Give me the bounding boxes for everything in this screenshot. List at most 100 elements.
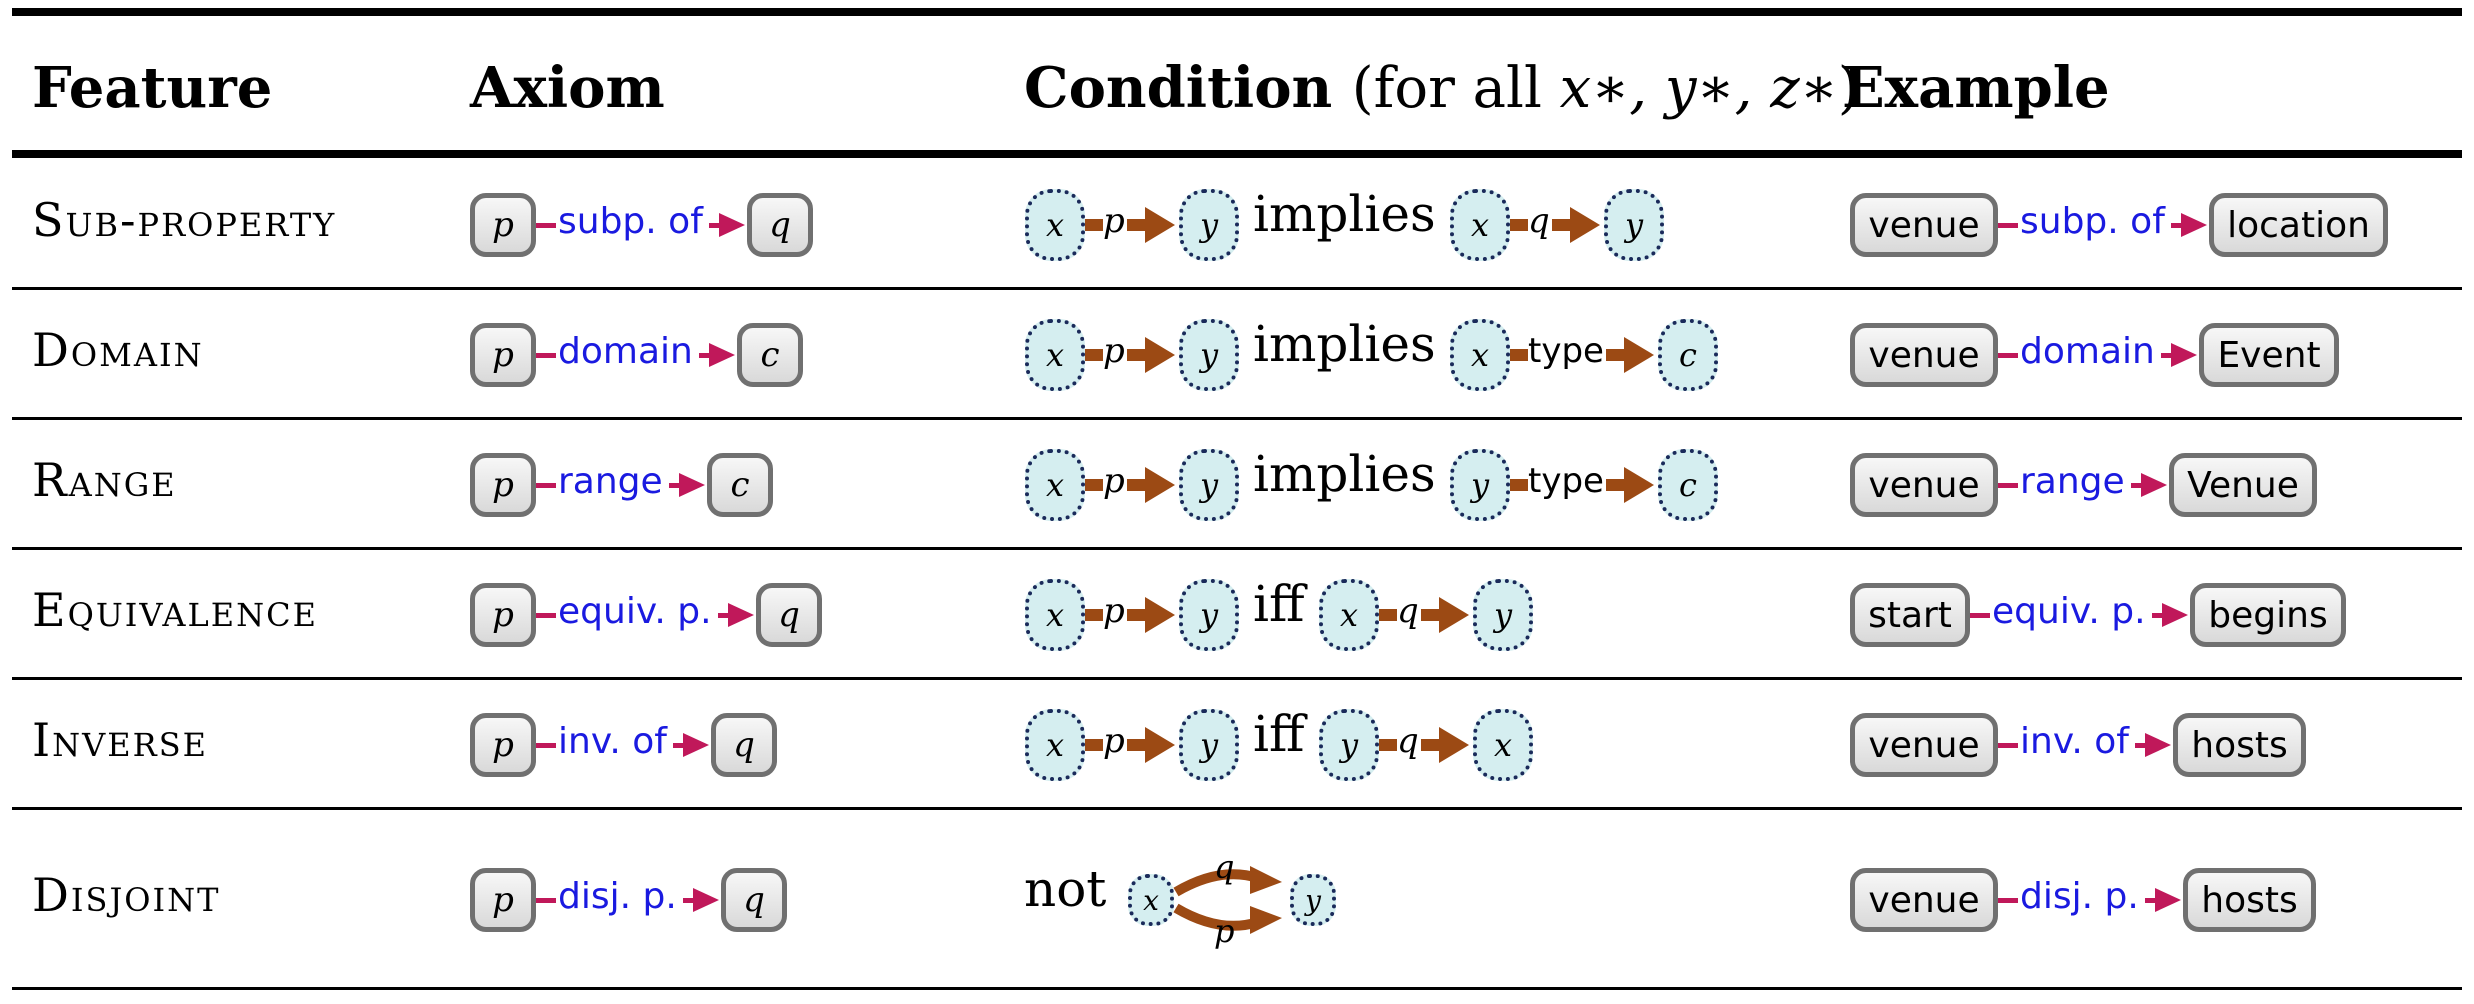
example-object-box: Venue <box>2169 453 2317 517</box>
example-edge-label: disj. p. <box>2020 876 2139 917</box>
condition-conclusion-node: y <box>1604 189 1664 261</box>
condition-premise-node: x <box>1025 189 1085 261</box>
example-object-box: Event <box>2199 323 2339 387</box>
example-object-box: hosts <box>2183 868 2316 932</box>
condition-premise-arrow-shaft <box>1085 479 1103 491</box>
axiom-edge-label: disj. p. <box>558 876 677 917</box>
header-axiom: Axiom <box>470 55 665 121</box>
axiom-object-box: q <box>721 868 787 932</box>
condition-premise-arrow-icon <box>1145 207 1175 243</box>
condition-premise-arrow-icon <box>1145 337 1175 373</box>
condition-conclusion-arrow-icon <box>1624 467 1654 503</box>
axiom-edge-line <box>536 613 556 618</box>
header-condition-note-prefix: (for all <box>1351 56 1560 121</box>
condition-connective: iff <box>1253 705 1305 763</box>
example-object-box: hosts <box>2173 713 2306 777</box>
axiom-arrow-icon <box>719 213 745 237</box>
arrow-icon <box>1250 906 1282 934</box>
example-subject-box: venue <box>1850 323 1998 387</box>
condition-conclusion-arrow-icon <box>1439 727 1469 763</box>
condition-conclusion-arrow-icon <box>1570 207 1600 243</box>
header-condition: Condition (for all x∗, y∗, z∗) <box>1024 48 1860 129</box>
condition-conclusion-edge-label: q <box>1397 591 1419 631</box>
condition-premise-node: y <box>1179 449 1239 521</box>
header-feature: Feature <box>32 55 273 121</box>
feature-name: Range <box>32 453 177 507</box>
condition-conclusion-node: y <box>1473 579 1533 651</box>
condition-premise-node: x <box>1025 579 1085 651</box>
condition-edge-label: q <box>1214 848 1235 886</box>
axiom-edge-line <box>683 898 701 903</box>
axiom-edge-label: range <box>558 461 663 502</box>
example-arrow-icon <box>2141 473 2167 497</box>
example-edge-line <box>2152 613 2170 618</box>
feature-name: Sub-property <box>32 193 337 247</box>
condition-conclusion-arrow-shaft <box>1421 739 1443 751</box>
condition-premise-arrow-shaft <box>1085 609 1103 621</box>
example-arrow-icon <box>2171 343 2197 367</box>
condition-negation: not <box>1024 860 1107 918</box>
disjoint-arrows <box>1173 866 1282 934</box>
axiom-edge-line <box>699 353 717 358</box>
condition-premise-node: x <box>1025 319 1085 391</box>
condition-premise-edge-label: p <box>1103 331 1125 371</box>
axiom-edge-label: subp. of <box>558 201 703 242</box>
top-rule <box>12 8 2462 16</box>
example-edge-line <box>1970 613 1990 618</box>
example-subject-box: start <box>1850 583 1970 647</box>
condition-conclusion-arrow-shaft <box>1552 219 1574 231</box>
feature-name: Inverse <box>32 713 209 767</box>
condition-premise-arrow-shaft <box>1085 739 1103 751</box>
condition-premise-node: y <box>1179 319 1239 391</box>
condition-conclusion-node: c <box>1658 319 1718 391</box>
condition-premise-arrow-shaft <box>1127 219 1149 231</box>
condition-conclusion-arrow-icon <box>1624 337 1654 373</box>
condition-conclusion-edge-label: q <box>1397 721 1419 761</box>
condition-node: y <box>1290 874 1336 926</box>
example-edge-line <box>1998 898 2018 903</box>
condition-premise-arrow-shaft <box>1127 609 1149 621</box>
condition-conclusion-arrow-shaft <box>1510 219 1528 231</box>
condition-conclusion-arrow-shaft <box>1379 609 1397 621</box>
condition-conclusion-node: x <box>1319 579 1379 651</box>
condition-premise-arrow-shaft <box>1085 349 1103 361</box>
condition-conclusion-node: y <box>1450 449 1510 521</box>
example-subject-box: venue <box>1850 453 1998 517</box>
condition-premise-edge-label: p <box>1103 201 1125 241</box>
axiom-object-box: q <box>747 193 813 257</box>
condition-premise-node: y <box>1179 189 1239 261</box>
axiom-subject-box: p <box>470 323 536 387</box>
axiom-subject-box: p <box>470 453 536 517</box>
example-edge-line <box>1998 483 2018 488</box>
axiom-edge-line <box>536 353 556 358</box>
axiom-edge-line <box>718 613 736 618</box>
condition-connective: iff <box>1253 575 1305 633</box>
axiom-subject-box: p <box>470 193 536 257</box>
condition-connective: implies <box>1253 185 1436 243</box>
condition-conclusion-arrow-shaft <box>1606 349 1628 361</box>
example-edge-label: range <box>2020 461 2125 502</box>
example-subject-box: venue <box>1850 713 1998 777</box>
axiom-object-box: c <box>707 453 773 517</box>
condition-premise-edge-label: p <box>1103 591 1125 631</box>
example-edge-line <box>1998 353 2018 358</box>
axiom-edge-line <box>536 898 556 903</box>
example-edge-line <box>1998 743 2018 748</box>
example-edge-label: equiv. p. <box>1992 591 2146 632</box>
example-object-box: begins <box>2190 583 2346 647</box>
condition-conclusion-node: x <box>1450 189 1510 261</box>
feature-name: Equivalence <box>32 583 318 637</box>
example-arrow-icon <box>2155 888 2181 912</box>
condition-conclusion-arrow-shaft <box>1510 479 1528 491</box>
bottom-rule <box>12 987 2462 990</box>
condition-conclusion-arrow-shaft <box>1379 739 1397 751</box>
axiom-edge-label: equiv. p. <box>558 591 712 632</box>
axiom-edge-label: inv. of <box>558 721 667 762</box>
feature-name: Domain <box>32 323 204 377</box>
condition-conclusion-arrow-shaft <box>1510 349 1528 361</box>
axiom-edge-line <box>536 743 556 748</box>
condition-premise-node: x <box>1025 709 1085 781</box>
condition-conclusion-node: x <box>1450 319 1510 391</box>
example-edge-label: subp. of <box>2020 201 2165 242</box>
